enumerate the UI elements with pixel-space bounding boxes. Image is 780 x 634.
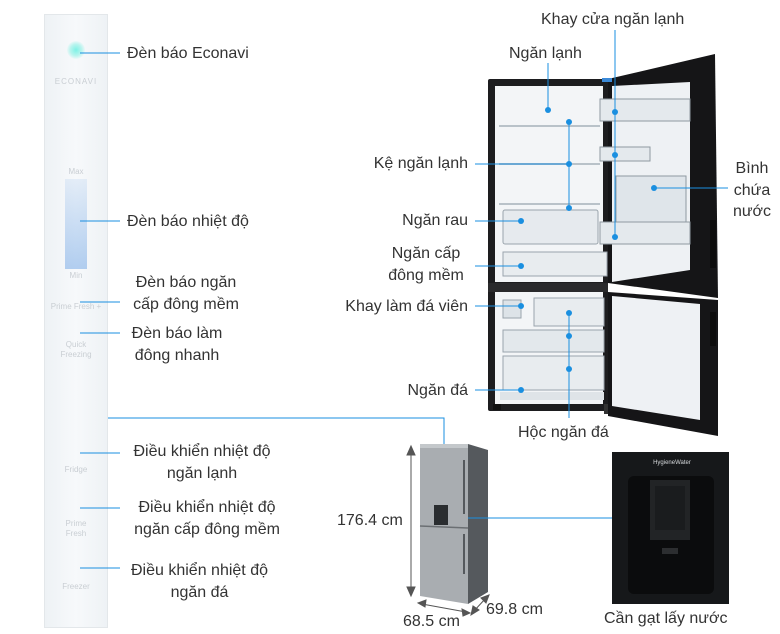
max-text: Max [68,167,84,176]
dot-freezer [518,387,524,393]
quick-freezing-text-2: Freezing [60,350,92,359]
prime-fresh-text-2[interactable]: Fresh [65,529,87,538]
label-freezer-ctrl-2: ngăn đá [170,584,229,601]
dispenser-caption: Cần gạt lấy nước [604,610,728,627]
label-soft-freeze-2: đông mềm [388,267,464,284]
label-soft-light-2: cấp đông mềm [133,296,239,313]
min-text: Min [69,271,83,280]
quick-freezing-text-1: Quick [65,340,87,349]
freezer-button-text[interactable]: Freezer [62,582,90,591]
fridge-button-text[interactable]: Fridge [64,465,88,474]
label-quick-light-1: Đèn báo làm [131,325,223,342]
label-econavi-light: Đèn báo Econavi [127,45,249,62]
dot-freezer-drawer-3 [566,366,572,372]
econavi-text: ECONAVI [54,77,98,86]
dot-door-tray [612,109,618,115]
label-water-tank-1: Bình [735,160,769,177]
label-vegetable: Ngăn rau [402,212,468,229]
label-temp-light: Đèn báo nhiệt độ [127,213,249,230]
label-fridge-ctrl-2: ngăn lạnh [166,465,238,482]
dot-door-tray-3 [612,234,618,240]
dot-shelf-3 [566,205,572,211]
label-door-tray: Khay cửa ngăn lạnh [541,11,685,28]
label-soft-freeze-1: Ngăn cấp [391,245,461,262]
dot-shelf-1 [566,119,572,125]
dot-vegetable [518,218,524,224]
label-soft-ctrl-2: ngăn cấp đông mềm [134,521,280,538]
dispenser-brand: HygieneWater [653,460,691,466]
label-fridge-shelf: Kệ ngăn lạnh [373,155,468,172]
dimension-height: 176.4 cm [337,512,403,529]
label-ice-tray: Khay làm đá viên [345,298,468,315]
dot-fridge-compartment [545,107,551,113]
econavi-indicator [67,41,85,59]
prime-fresh-text-1[interactable]: Prime [65,519,87,528]
label-freezer-ctrl-1: Điều khiển nhiệt độ [131,562,268,579]
dot-freezer-drawer-2 [566,333,572,339]
temp-level-bar [65,179,87,269]
dot-door-tray-2 [612,152,618,158]
label-fridge-ctrl-1: Điều khiển nhiệt độ [133,443,271,460]
dimension-depth: 69.8 cm [486,601,543,618]
label-soft-light-1: Đèn báo ngăn [135,274,237,291]
dot-soft-freeze [518,263,524,269]
dot-water-tank [651,185,657,191]
connector-panel-to-fridge [108,417,445,447]
label-water-tank-3: nước [732,203,772,220]
label-water-tank-2: chứa [733,182,771,199]
dot-shelf-2 [566,161,572,167]
dimension-width: 68.5 cm [403,613,460,630]
open-fridge-drawing [488,54,718,436]
dot-freezer-drawer-1 [566,310,572,316]
prime-fresh-plus-text: Prime Fresh + [50,302,102,311]
closed-fridge-drawing [419,444,612,604]
dot-ice-tray [518,303,524,309]
control-panel: ECONAVI Max Min Prime Fresh + Quick Free… [44,14,108,628]
dispenser-drawing [612,452,729,604]
label-fridge-compartment: Ngăn lạnh [509,45,582,62]
label-freezer: Ngăn đá [407,382,469,399]
label-quick-light-2: đông nhanh [134,347,220,364]
label-freezer-drawer: Hộc ngăn đá [518,424,609,441]
label-soft-ctrl-1: Điều khiển nhiệt độ [138,499,276,516]
